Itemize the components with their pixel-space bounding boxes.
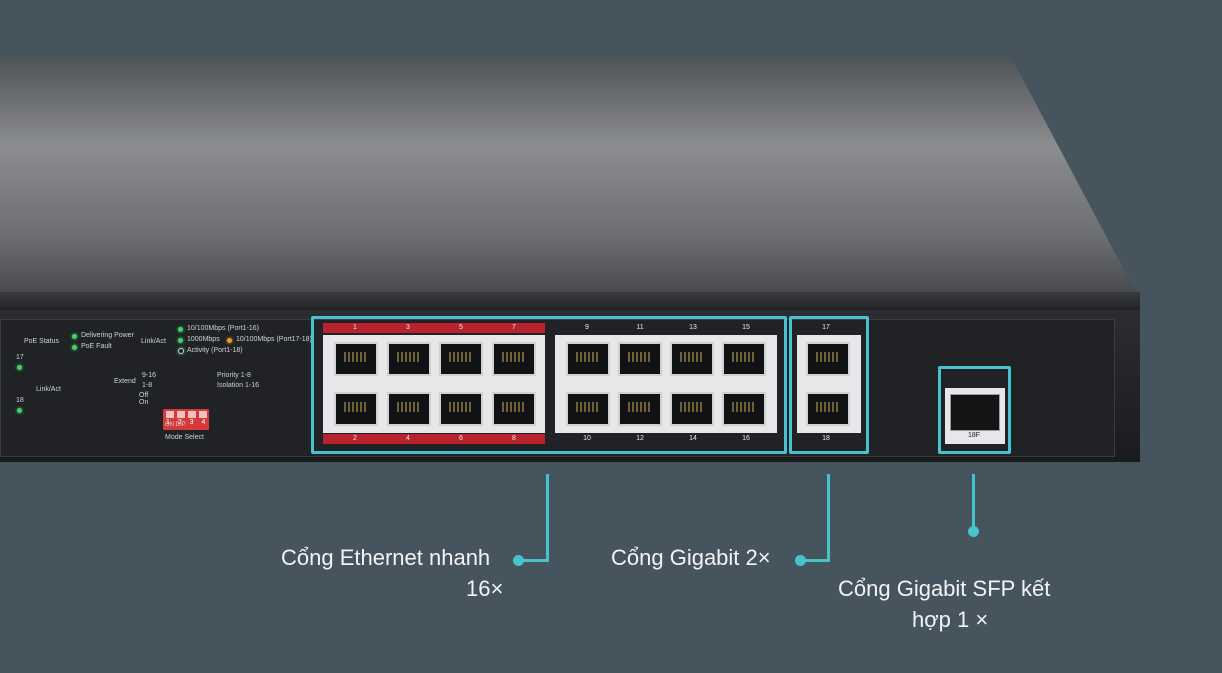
leader-line-gigabit-horizontal <box>800 559 830 562</box>
port-label-1: 1 <box>353 324 357 331</box>
port-label-13: 13 <box>689 324 697 331</box>
gigabit-port-18[interactable] <box>806 392 850 426</box>
callout-sfp-line1: Cổng Gigabit SFP kết <box>838 576 1051 601</box>
ethernet-port-5[interactable] <box>439 342 483 376</box>
port-label-4: 4 <box>406 435 410 442</box>
leader-line-ethernet-horizontal <box>520 559 549 562</box>
ethernet-port-16[interactable] <box>722 392 766 426</box>
dip-switch-4[interactable] <box>199 411 207 418</box>
dip-switch[interactable]: 1 2 3 4 <box>163 409 209 430</box>
ethernet-port-7[interactable] <box>492 342 536 376</box>
ethernet-callout-dot <box>513 555 524 566</box>
leader-line-ethernet-vertical <box>546 474 549 562</box>
leader-line-sfp-vertical <box>972 474 975 529</box>
poe-status-label: PoE Status <box>24 338 60 345</box>
poe-fault-label: PoE Fault <box>81 343 112 350</box>
range-1-8-label: 1-8 <box>142 382 153 389</box>
port-label-7: 7 <box>512 324 516 331</box>
port-label-10: 10 <box>583 435 591 442</box>
gigabit-port-17[interactable] <box>806 342 850 376</box>
sfp-highlight <box>938 366 1011 454</box>
delivering-power-label: Delivering Power <box>81 332 134 339</box>
activity-label: Activity (Port1-18) <box>187 347 243 354</box>
on-label: On <box>139 399 149 406</box>
side-port-17-label: 17 <box>16 354 24 361</box>
port-label-5: 5 <box>459 324 463 331</box>
port-label-6: 6 <box>459 435 463 442</box>
led-1000-indicator <box>178 338 183 343</box>
port-label-16: 16 <box>742 435 750 442</box>
side-port-18-led <box>17 408 22 413</box>
port-label-12: 12 <box>636 435 644 442</box>
ethernet-port-2[interactable] <box>334 392 378 426</box>
red-label-bar-top <box>323 323 545 333</box>
ethernet-port-9[interactable] <box>566 342 610 376</box>
ethernet-port-15[interactable] <box>722 342 766 376</box>
extend-label: Extend <box>114 378 136 385</box>
ethernet-port-11[interactable] <box>618 342 662 376</box>
dip-switch-1[interactable] <box>166 411 174 418</box>
callout-gigabit: Cổng Gigabit 2× <box>611 545 771 570</box>
callout-sfp-line2: hợp 1 × <box>912 607 989 632</box>
switch-top-edge <box>0 292 1140 312</box>
side-port-18-label: 18 <box>16 397 24 404</box>
sfp-callout-dot <box>968 526 979 537</box>
dip-numbers: 1 2 3 4 <box>166 419 209 426</box>
ethernet-port-12[interactable] <box>618 392 662 426</box>
ethernet-port-1[interactable] <box>334 342 378 376</box>
dip-switch-2[interactable] <box>177 411 185 418</box>
red-label-bar-bottom <box>323 434 545 444</box>
ethernet-port-3[interactable] <box>387 342 431 376</box>
sfp-port-label: 18F <box>967 432 981 439</box>
fast-ethernet-highlight <box>311 316 787 454</box>
sfp-port[interactable] <box>950 394 1000 431</box>
port-label-9: 9 <box>585 324 589 331</box>
callout-fast-ethernet-line2: 16× <box>466 576 504 601</box>
ethernet-port-10[interactable] <box>566 392 610 426</box>
leader-line-gigabit-vertical <box>827 474 830 562</box>
side-link-act-label: Link/Act <box>36 386 61 393</box>
poe-delivering-led <box>72 334 77 339</box>
led-1000-label: 1000Mbps <box>187 336 220 343</box>
led-10-100-label: 10/100Mbps (Port1-16) <box>187 325 259 332</box>
gigabit-callout-dot <box>795 555 806 566</box>
led-10-100-17-label: 10/100Mbps (Port17-18) <box>236 336 312 343</box>
port-label-3: 3 <box>406 324 410 331</box>
off-label: Off <box>139 392 149 399</box>
port-label-8: 8 <box>512 435 516 442</box>
led-orange-indicator <box>227 338 232 343</box>
ethernet-port-6[interactable] <box>439 392 483 426</box>
link-act-label: Link/Act <box>141 338 166 345</box>
isolation-label: Isolation 1-16 <box>217 382 260 389</box>
priority-label: Priority 1-8 <box>217 372 251 379</box>
dip-switch-3[interactable] <box>188 411 196 418</box>
callout-fast-ethernet-line1: Cổng Ethernet nhanh <box>281 545 491 570</box>
port-label-17: 17 <box>822 324 830 331</box>
port-label-18: 18 <box>822 435 830 442</box>
ethernet-port-13[interactable] <box>670 342 714 376</box>
dip-on-label: ON DIP <box>165 422 186 428</box>
mode-select-label: Mode Select <box>165 434 204 441</box>
range-9-16-label: 9-16 <box>142 372 157 379</box>
activity-indicator <box>178 348 184 354</box>
poe-fault-led <box>72 345 77 350</box>
side-port-17-led <box>17 365 22 370</box>
port-label-14: 14 <box>689 435 697 442</box>
ethernet-port-4[interactable] <box>387 392 431 426</box>
ethernet-port-8[interactable] <box>492 392 536 426</box>
port-label-15: 15 <box>742 324 750 331</box>
led-10-100-indicator <box>178 327 183 332</box>
port-label-2: 2 <box>353 435 357 442</box>
gigabit-highlight <box>789 316 869 454</box>
ethernet-port-14[interactable] <box>670 392 714 426</box>
port-label-11: 11 <box>636 324 644 331</box>
switch-top-cover <box>0 57 1140 312</box>
